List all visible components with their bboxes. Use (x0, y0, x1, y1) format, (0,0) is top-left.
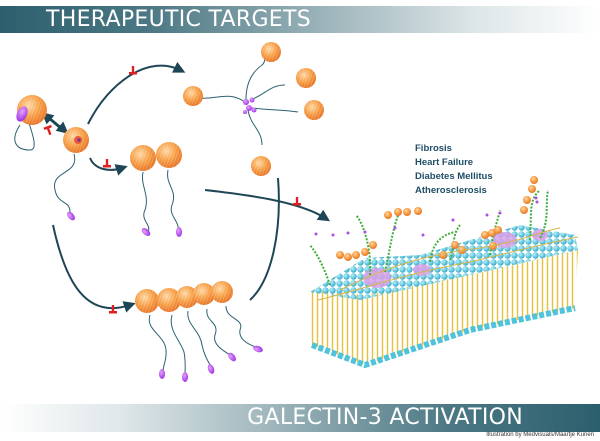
disease-list: Fibrosis Heart Failure Diabetes Mellitus… (415, 142, 493, 198)
disease-item: Diabetes Mellitus (415, 171, 493, 182)
galectin-pentamer-cluster (200, 52, 299, 146)
disease-item: Atherosclerosis (415, 185, 487, 196)
inhibitor-symbols (43, 66, 301, 314)
footer-bar: GALECTIN-3 ACTIVATION (0, 404, 600, 432)
inhibitor-icon (43, 124, 52, 136)
arrow-open-closed (41, 112, 61, 129)
cell-membrane (308, 176, 579, 369)
inhibitor-icon (109, 305, 117, 314)
disease-item: Heart Failure (415, 157, 474, 168)
arrow-open-to-dimer (89, 157, 128, 176)
arrow-to-membrane (204, 189, 331, 222)
arrow-cluster-down (249, 177, 280, 301)
galectin-monomer-closed (14, 95, 47, 151)
galectin-monomer-open (54, 127, 89, 221)
header-title: THERAPEUTIC TARGETS (46, 7, 311, 32)
inhibitor-icon (103, 159, 111, 168)
inhibitor-icon (293, 197, 301, 206)
galectin-dimer (130, 142, 182, 237)
membrane-tails (314, 196, 539, 237)
fibrin-strands (317, 227, 579, 301)
inhibitor-icon (129, 66, 137, 75)
galectin-oligomer-chain (135, 281, 263, 382)
pathway-arrows (41, 61, 331, 313)
illustration-credit: Illustration by Medvisuals/Maartje Kunen (486, 432, 594, 438)
membrane-galectins (336, 176, 538, 261)
arrow-to-chain (52, 224, 136, 313)
tail-cluster (243, 97, 257, 114)
footer-title: GALECTIN-3 ACTIVATION (247, 405, 523, 430)
disease-item: Fibrosis (415, 143, 452, 154)
arrow-open-to-cluster (87, 61, 186, 125)
header-bar: THERAPEUTIC TARGETS (0, 6, 600, 33)
